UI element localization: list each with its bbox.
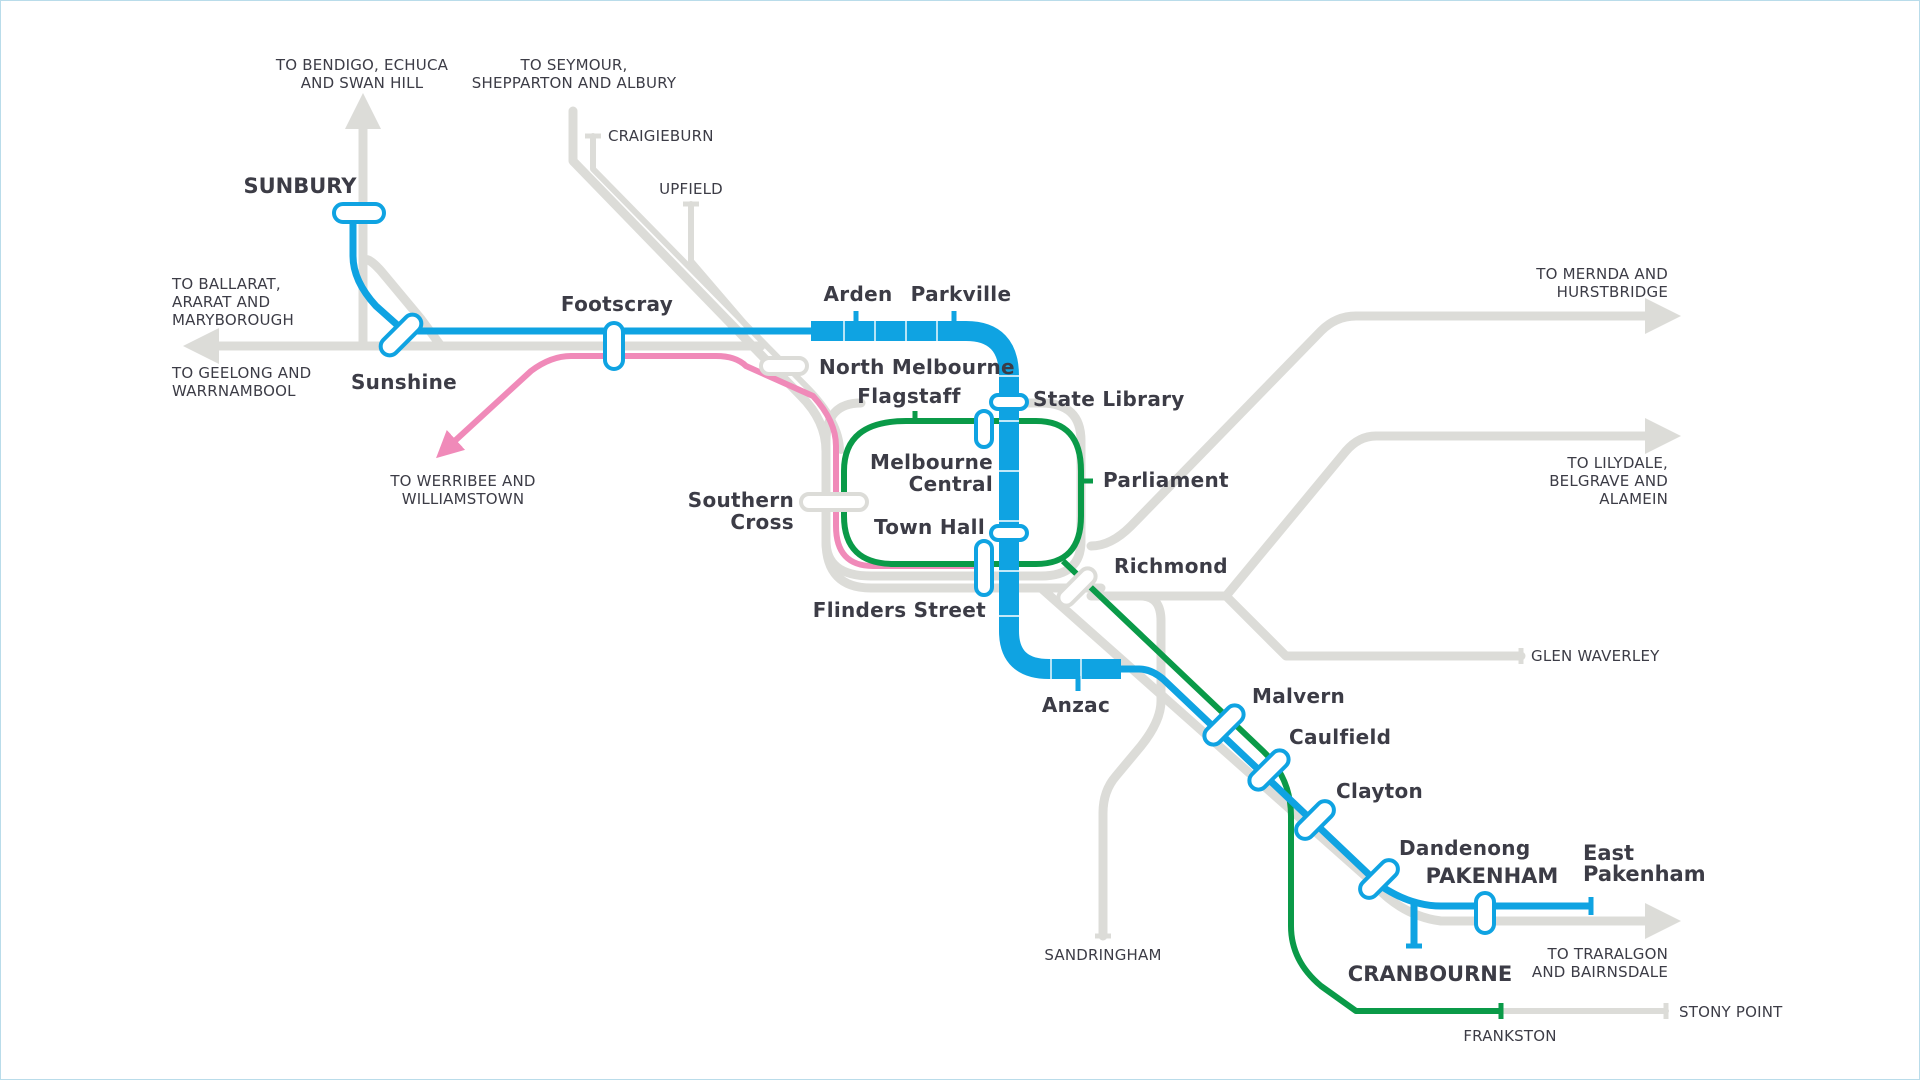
flinders-street-interchange[interactable]	[974, 539, 994, 597]
dest-ballarat-line2: ARARAT AND	[172, 293, 270, 311]
label-dandenong[interactable]: Dandenong	[1399, 836, 1530, 860]
label-caulfield[interactable]: Caulfield	[1289, 725, 1391, 749]
label-melbourne-central-line1[interactable]: Melbourne	[870, 450, 993, 474]
richmond-interchange[interactable]	[1055, 565, 1099, 609]
dest-lilydale-line2: BELGRAVE AND	[1549, 472, 1668, 490]
dest-bendigo-line1: TO BENDIGO, ECHUCA	[275, 56, 449, 74]
label-richmond[interactable]: Richmond	[1114, 554, 1228, 578]
town-hall-interchange[interactable]	[989, 524, 1029, 542]
line-frankston	[1060, 558, 1501, 1014]
line-werribee	[436, 353, 992, 569]
label-flagstaff[interactable]: Flagstaff	[857, 384, 960, 408]
footscray-interchange[interactable]	[603, 321, 625, 371]
line-sandringham	[1096, 591, 1166, 941]
label-upfield[interactable]: UPFIELD	[659, 180, 723, 198]
city-loop-grey	[821, 398, 1086, 581]
line-sunbury-blue	[349, 216, 811, 335]
southern-cross-interchange[interactable]	[799, 492, 869, 512]
label-cranbourne[interactable]: CRANBOURNE	[1348, 962, 1512, 986]
interchanges	[332, 202, 1496, 935]
dest-mernda-line2: HURSTBRIDGE	[1557, 283, 1668, 301]
city-loop-green	[841, 418, 1084, 567]
sunbury-interchange[interactable]	[332, 202, 386, 224]
label-parkville[interactable]: Parkville	[911, 282, 1012, 306]
label-arden[interactable]: Arden	[824, 282, 893, 306]
line-lilydale	[1086, 418, 1681, 601]
line-sunbury-grey	[358, 255, 446, 351]
dandenong-interchange[interactable]	[1356, 856, 1401, 901]
dest-werribee-line1: TO WERRIBEE AND	[389, 472, 535, 490]
station-labels: SUNBURY Sunshine Footscray Arden Parkvil…	[243, 127, 1783, 1045]
malvern-interchange[interactable]	[1201, 702, 1248, 749]
label-sunshine[interactable]: Sunshine	[351, 370, 457, 394]
dest-bendigo-line2: AND SWAN HILL	[301, 74, 424, 92]
dest-mernda-line1: TO MERNDA AND	[1535, 265, 1668, 283]
dest-traralgon-line2: AND BAIRNSDALE	[1532, 963, 1668, 981]
dest-ballarat-line1: TO BALLARAT,	[171, 275, 281, 293]
state-library-interchange[interactable]	[989, 393, 1029, 411]
label-north-melbourne[interactable]: North Melbourne	[819, 355, 1015, 379]
dest-lilydale-line1: TO LILYDALE,	[1566, 454, 1668, 472]
label-pakenham[interactable]: PAKENHAM	[1426, 864, 1559, 888]
label-melbourne-central-line2[interactable]: Central	[909, 472, 993, 496]
destination-labels: TO BENDIGO, ECHUCA AND SWAN HILL TO SEYM…	[171, 56, 1668, 981]
grey-terminus-ticks	[585, 133, 1669, 1019]
dest-geelong-line1: TO GEELONG AND	[171, 364, 311, 382]
label-state-library[interactable]: State Library	[1033, 387, 1185, 411]
label-sandringham[interactable]: SANDRINGHAM	[1044, 946, 1161, 964]
tunnel-ticks	[843, 321, 1082, 679]
label-footscray[interactable]: Footscray	[561, 292, 673, 316]
dest-werribee-line2: WILLIAMSTOWN	[402, 490, 525, 508]
label-flinders-street[interactable]: Flinders Street	[813, 598, 986, 622]
label-stony-point[interactable]: STONY POINT	[1679, 1003, 1783, 1021]
dest-ballarat-line3: MARYBOROUGH	[172, 311, 294, 329]
label-anzac[interactable]: Anzac	[1042, 693, 1110, 717]
north-melbourne-interchange[interactable]	[759, 356, 809, 376]
dest-lilydale-line3: ALAMEIN	[1599, 490, 1668, 508]
label-east-pakenham-line1[interactable]: East	[1583, 841, 1634, 865]
caulfield-interchange[interactable]	[1246, 747, 1293, 794]
line-upfield	[688, 201, 754, 334]
dest-seymour-line1: TO SEYMOUR,	[519, 56, 627, 74]
dest-seymour-line2: SHEPPARTON AND ALBURY	[472, 74, 677, 92]
metro-tunnel	[811, 321, 1121, 679]
label-town-hall[interactable]: Town Hall	[874, 515, 985, 539]
label-glen-waverley[interactable]: GLEN WAVERLEY	[1531, 647, 1660, 665]
sunshine-interchange[interactable]	[377, 311, 425, 359]
label-southern-cross-line2[interactable]: Cross	[730, 510, 794, 534]
label-frankston[interactable]: FRANKSTON	[1463, 1027, 1556, 1045]
line-mernda	[1086, 298, 1681, 551]
label-parliament[interactable]: Parliament	[1103, 468, 1229, 492]
label-east-pakenham-line2[interactable]: Pakenham	[1583, 862, 1706, 886]
melbourne-central-interchange[interactable]	[974, 409, 994, 449]
label-craigieburn[interactable]: CRAIGIEBURN	[608, 127, 714, 145]
clayton-interchange[interactable]	[1292, 797, 1337, 842]
label-southern-cross-line1[interactable]: Southern	[688, 488, 794, 512]
label-malvern[interactable]: Malvern	[1252, 684, 1345, 708]
pakenham-interchange[interactable]	[1474, 891, 1496, 935]
dest-traralgon-line1: TO TRARALGON	[1547, 945, 1668, 963]
label-sunbury[interactable]: SUNBURY	[243, 174, 357, 198]
dest-geelong-line2: WARRNAMBOOL	[172, 382, 296, 400]
line-glen-waverley	[1221, 591, 1526, 661]
label-clayton[interactable]: Clayton	[1336, 779, 1423, 803]
